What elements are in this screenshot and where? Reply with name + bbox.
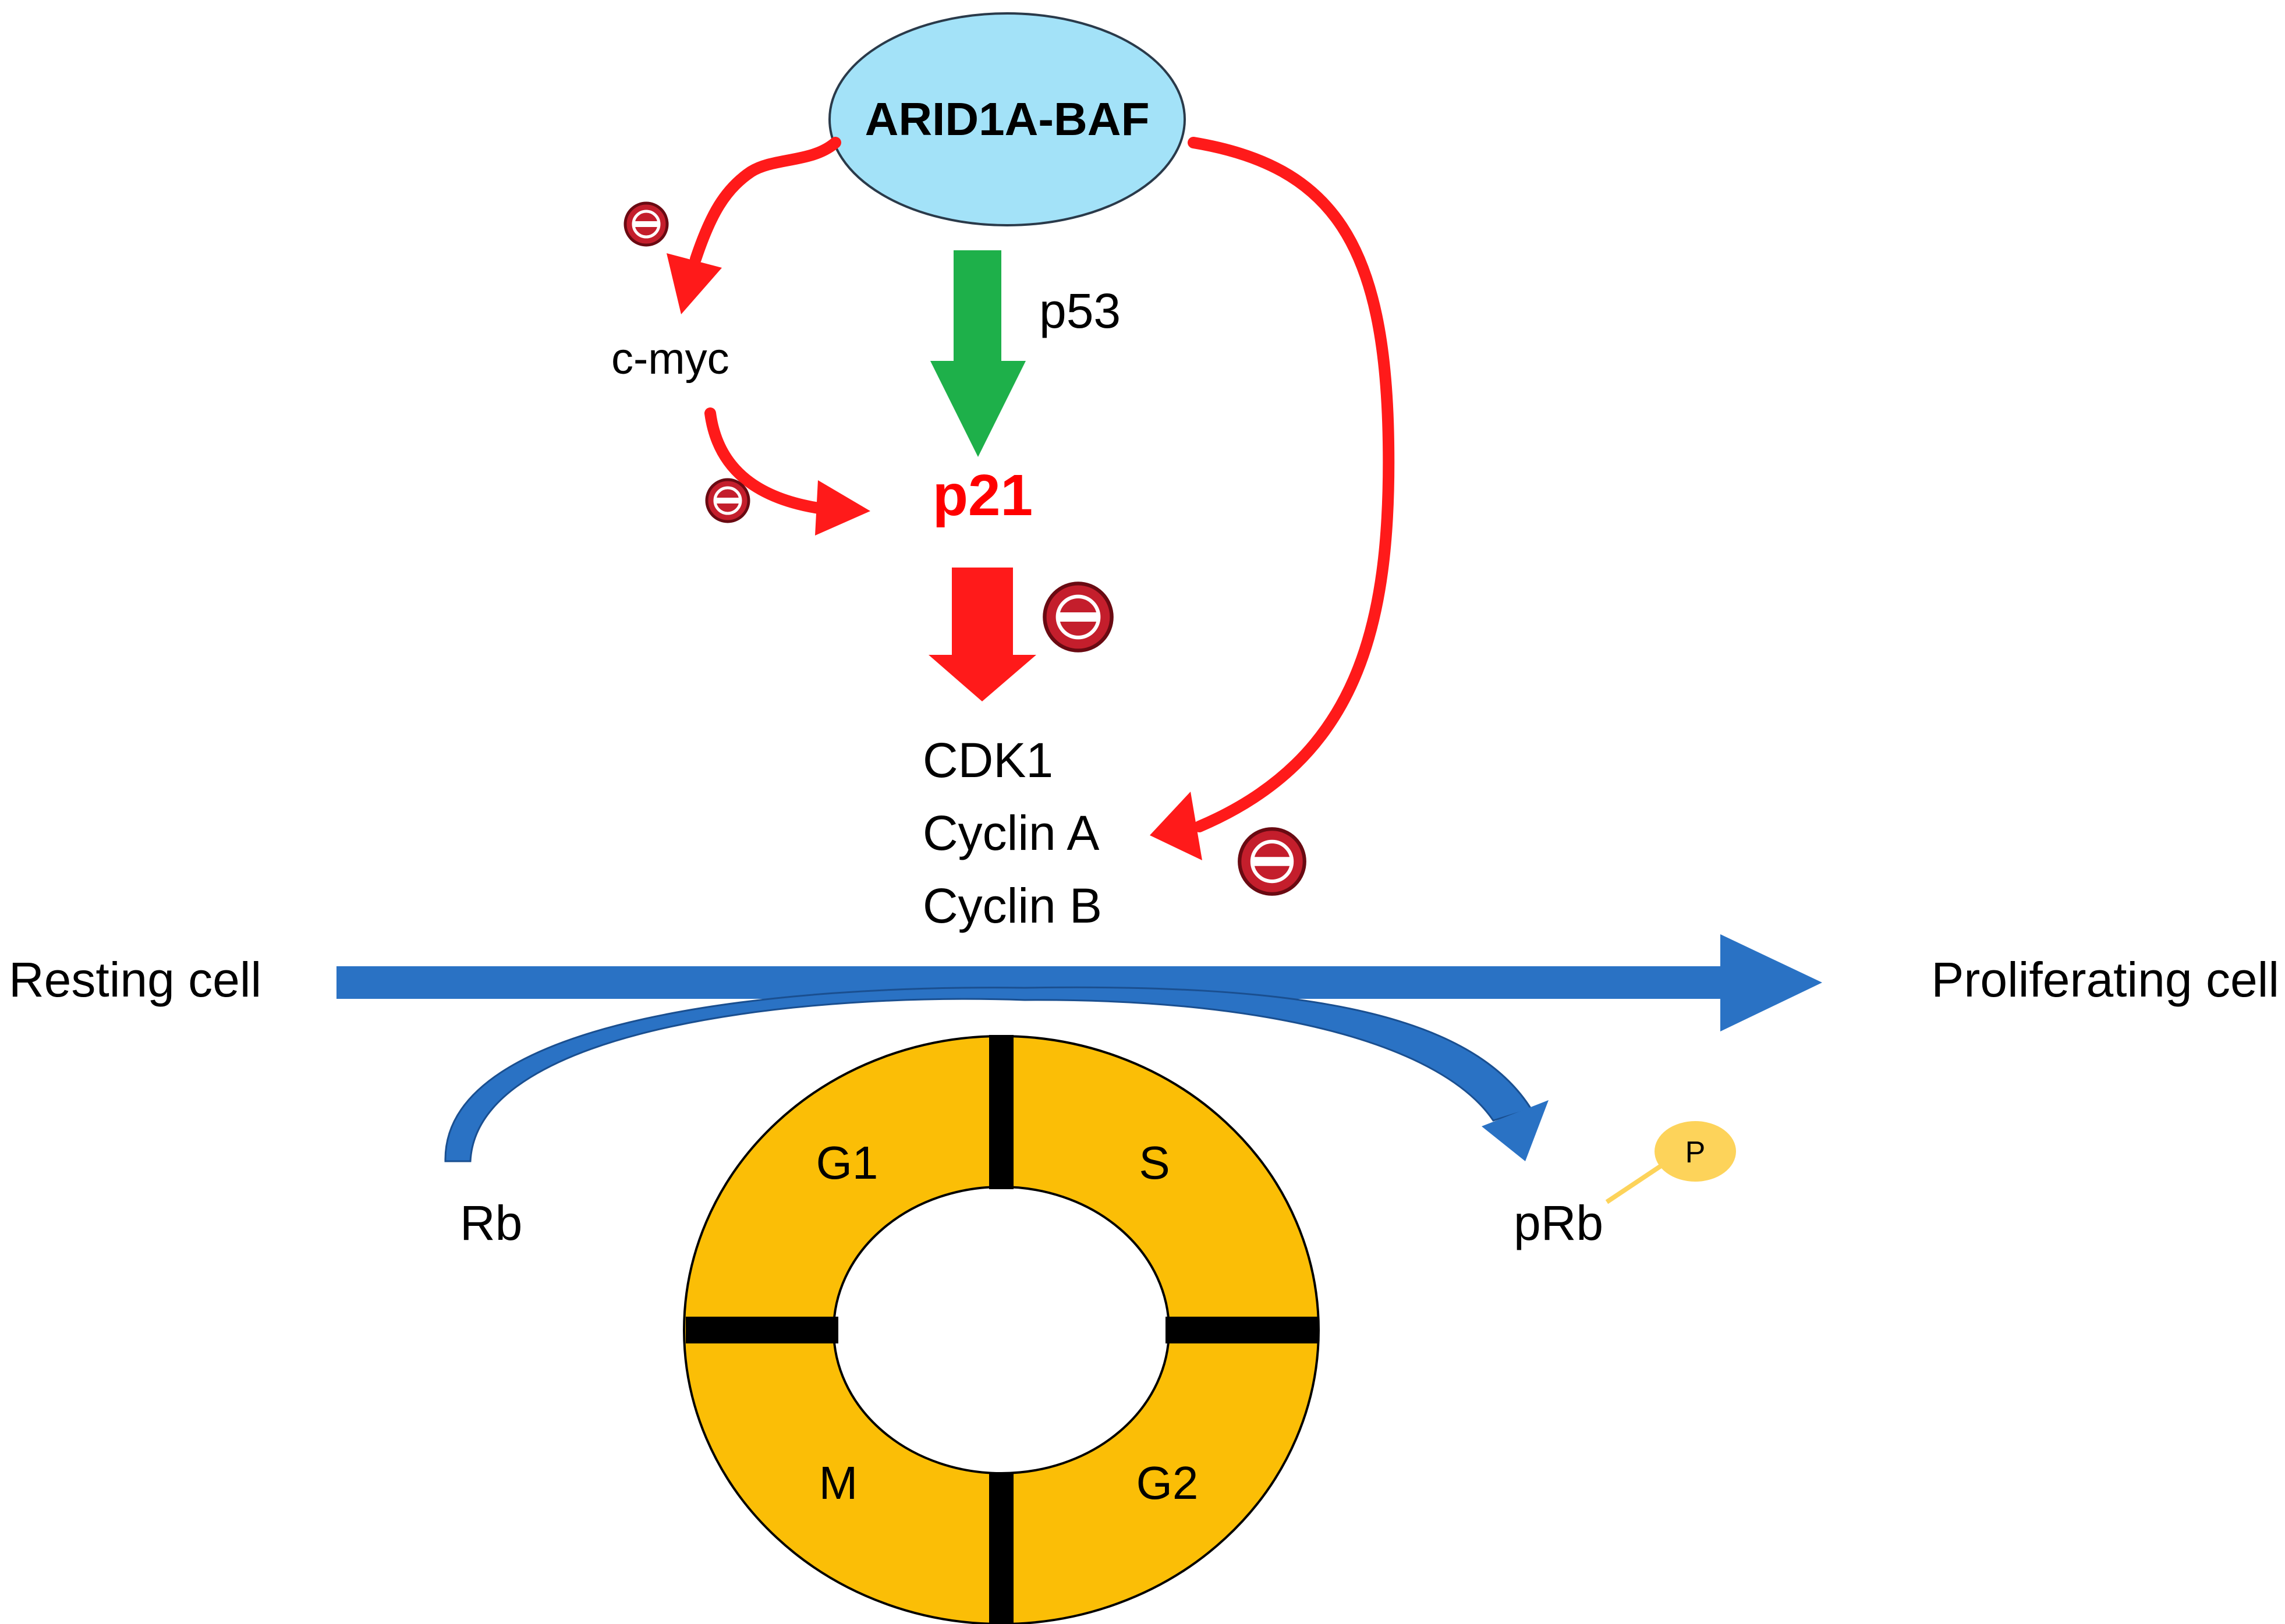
cell-cycle-divider-left: [686, 1317, 838, 1343]
arrow-arid1a-to-cyclins: [1188, 137, 1395, 832]
minus-circle-icon: [1238, 827, 1306, 896]
minus-circle-icon: [707, 480, 749, 522]
arrow-p53-head: [930, 361, 1026, 457]
phase-m: M: [819, 1457, 858, 1509]
arrow-arid1a-to-cyclins-head: [1150, 792, 1202, 860]
phosphate-group-icon: [1655, 1121, 1736, 1182]
arrow-arid1a-to-cmyc-head: [667, 253, 722, 314]
proliferating-cell-label: Proliferating cell: [1931, 952, 2279, 1007]
minus-circle-icon: [625, 203, 667, 245]
minus-circle-icon: [1043, 581, 1114, 653]
cell-cycle-divider-bottom: [989, 1473, 1014, 1624]
target-cdk1: CDK1: [923, 733, 1053, 788]
transition-arrow-head: [1720, 934, 1822, 1031]
target-cyclin-a: Cyclin A: [923, 806, 1099, 860]
phosphate-label: P: [1685, 1136, 1706, 1169]
p53-label: p53: [1039, 283, 1121, 338]
resting-cell-label: Resting cell: [9, 952, 261, 1007]
phase-g2: G2: [1136, 1457, 1199, 1509]
arid1a-baf-label: ARID1A-BAF: [865, 93, 1150, 145]
arrow-arid1a-to-cmyc: [690, 137, 841, 265]
arrow-cmyc-to-p21-head: [815, 480, 870, 536]
phase-s: S: [1139, 1137, 1170, 1189]
rb-phosphorylation-arc-head: [1482, 1100, 1549, 1161]
prb-label: pRb: [1514, 1196, 1603, 1250]
cmyc-label: c-myc: [611, 334, 729, 384]
arrow-cmyc-to-p21: [704, 407, 832, 515]
cell-cycle-divider-right: [1165, 1317, 1318, 1343]
p21-label: p21: [933, 463, 1033, 528]
arrow-p21-head: [929, 655, 1036, 701]
arrow-p21-shaft: [952, 568, 1013, 664]
arid1a-baf-complex: [828, 12, 1186, 226]
cell-cycle-divider-top: [989, 1035, 1014, 1189]
arrow-p53-shaft: [954, 250, 1001, 367]
phase-g1: G1: [816, 1137, 878, 1189]
target-cyclin-b: Cyclin B: [923, 878, 1102, 933]
rb-phosphorylation-arc: [444, 986, 1533, 1162]
rb-label: Rb: [460, 1196, 522, 1250]
